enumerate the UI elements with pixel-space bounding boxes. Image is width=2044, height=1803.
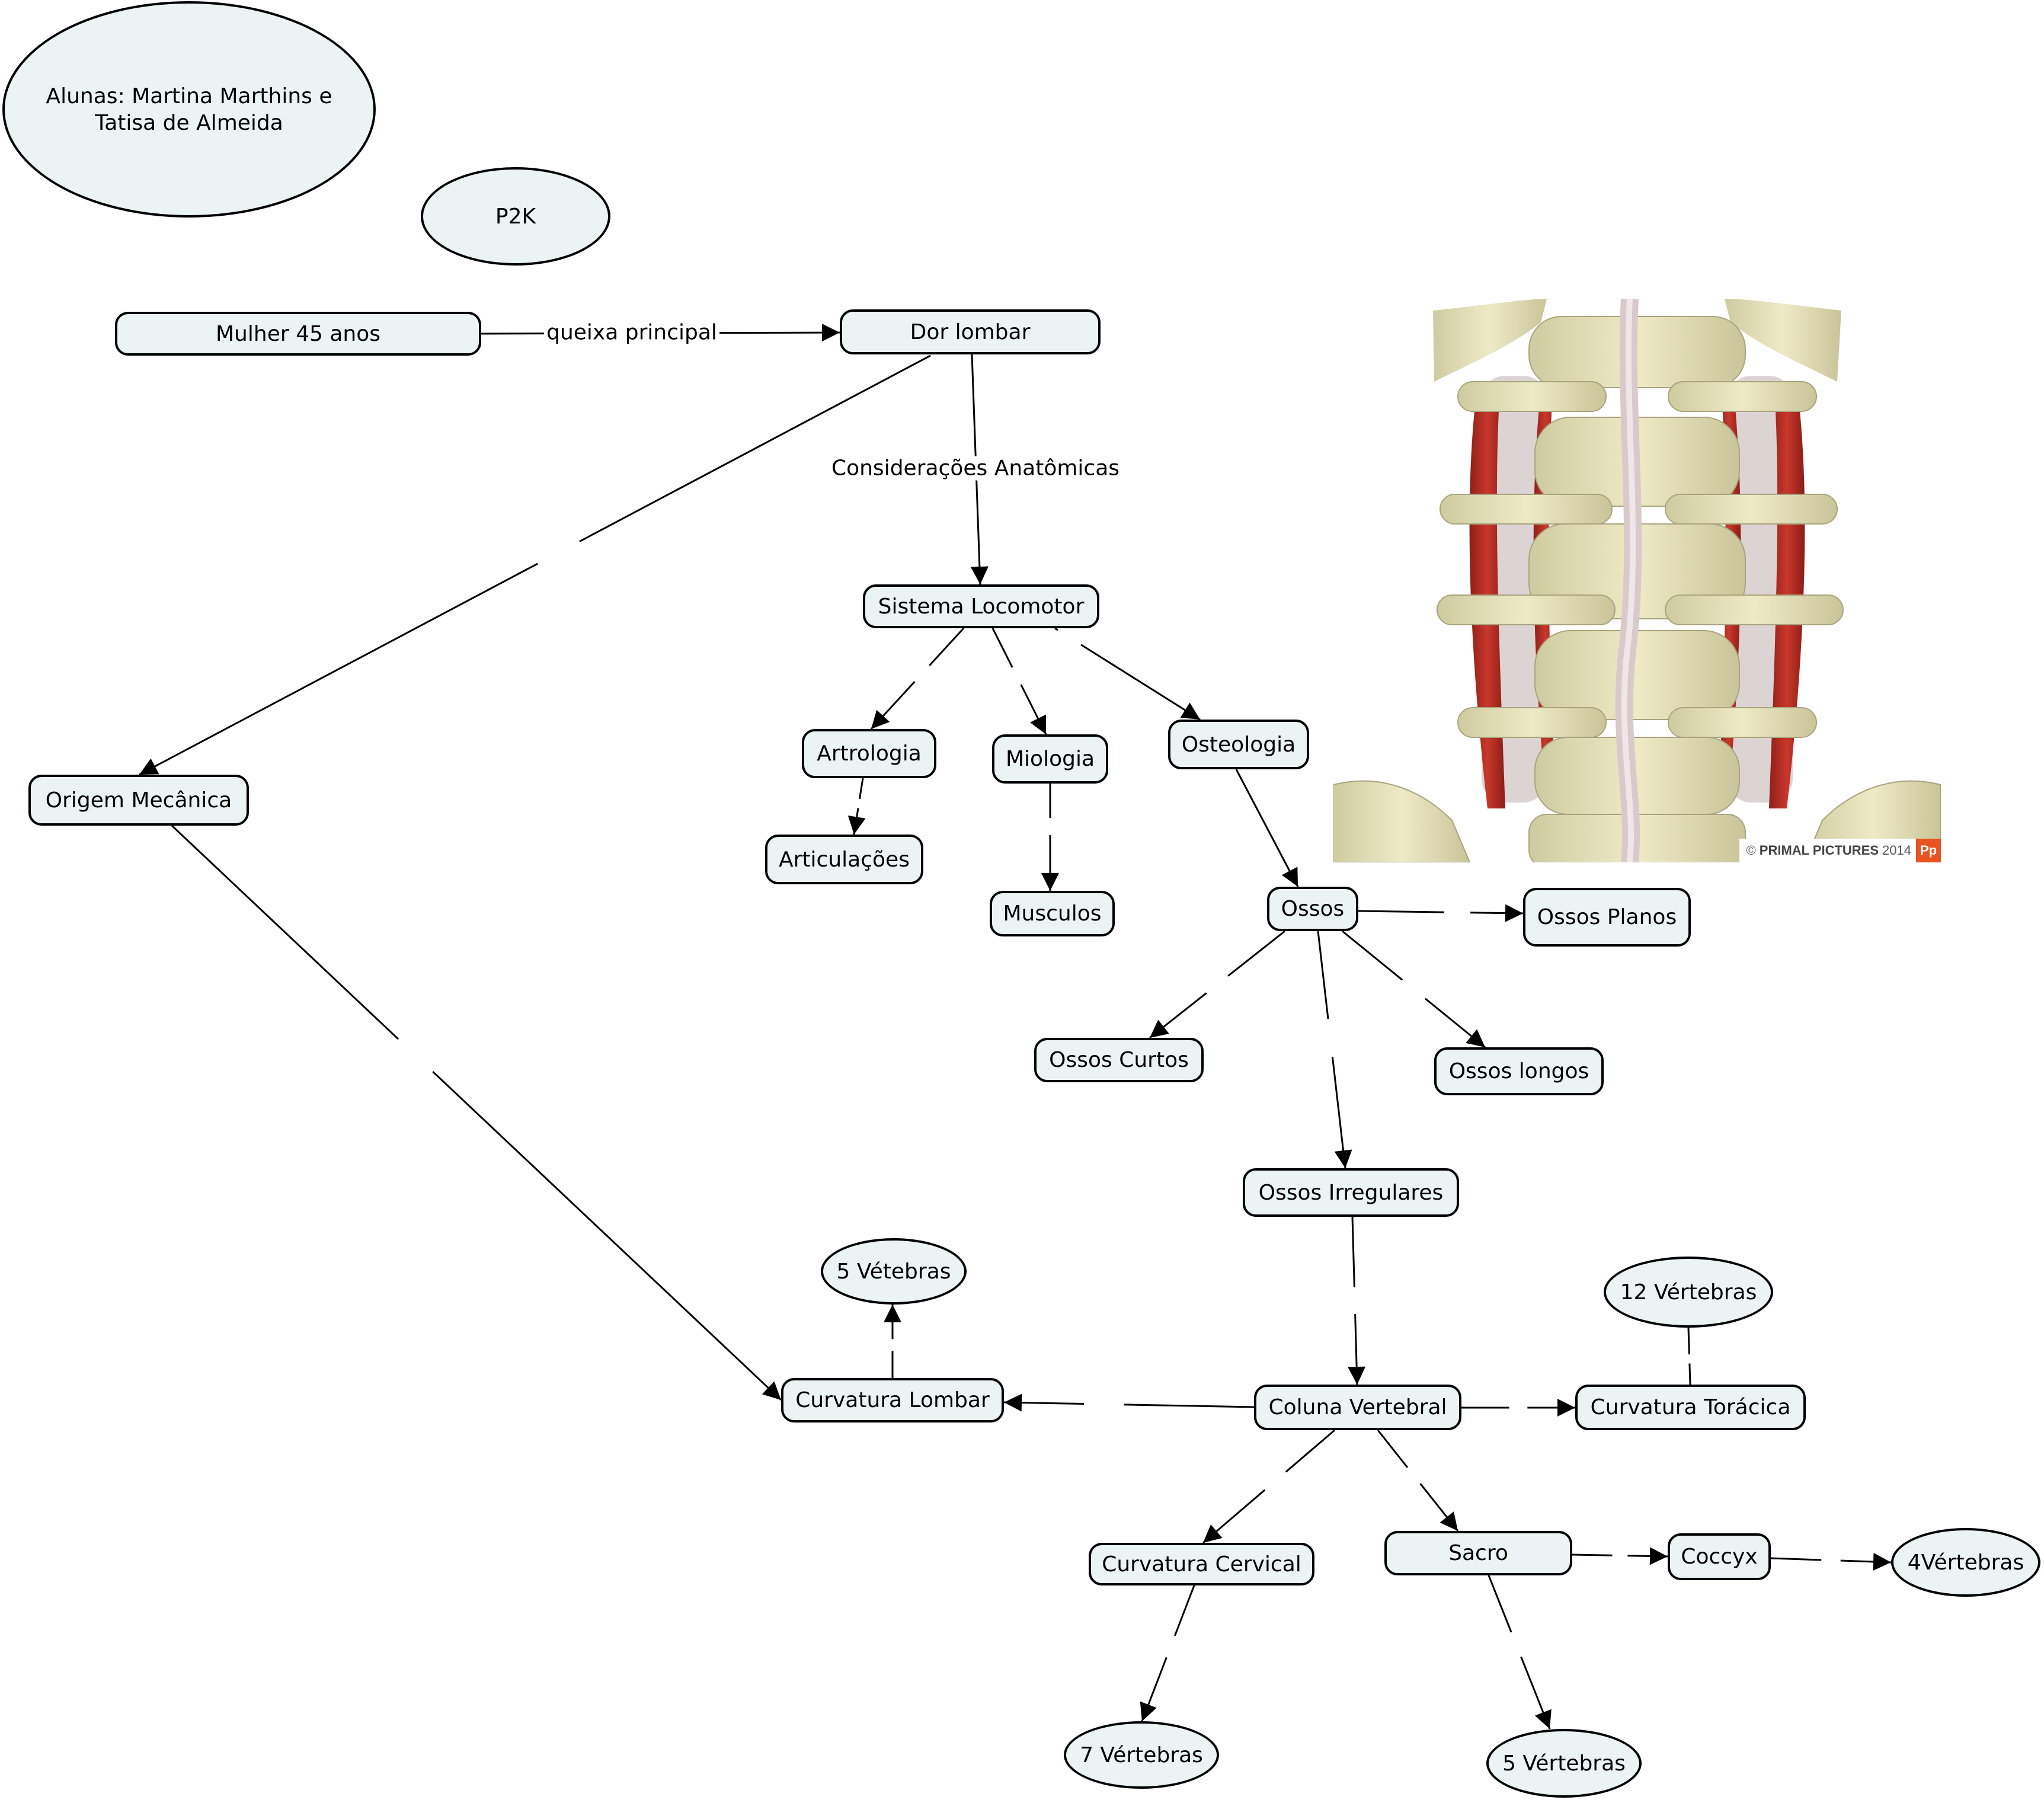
connector-ossos-to-ossos-irregulares	[1331, 1056, 1352, 1169]
node-toracica-vertebras[interactable]: 12 Vértebras	[1604, 1257, 1773, 1328]
credit-year: 2014	[1882, 843, 1911, 858]
node-curvatura-toracica[interactable]: Curvatura Torácica	[1575, 1385, 1806, 1430]
connector-sistema-locomotor-to-artrologia	[929, 627, 965, 666]
node-ossos-longos[interactable]: Ossos longos	[1434, 1047, 1604, 1095]
node-curvatura-lombar-label: Curvatura Lombar	[795, 1388, 990, 1412]
spine-illustration: © PRIMAL PICTURES 2014 Pp	[1333, 299, 1941, 862]
connector-sistema-locomotor-to-osteologia	[1080, 644, 1201, 721]
connector-ossos-to-ossos-longos	[1342, 930, 1403, 981]
copyright-icon: ©	[1746, 843, 1756, 858]
node-origem-mecanica[interactable]: Origem Mecânica	[28, 775, 249, 826]
node-artrologia-label: Artrologia	[817, 741, 922, 766]
link-label-consideracoes: Considerações Anatômicas	[829, 456, 1122, 481]
connector-ossos-irregulares-to-coluna-vertebral	[1348, 1314, 1366, 1385]
connector-coluna-vertebral-to-sacro	[1419, 1483, 1459, 1532]
connector-osteologia-to-ossos	[1235, 769, 1299, 887]
node-coccyx-vertebras[interactable]: 4Vértebras	[1891, 1528, 2040, 1597]
connector-artrologia-to-articulacoes	[858, 778, 864, 800]
connector-sacro-to-sacro-vertebras	[1488, 1575, 1512, 1633]
connector-sistema-locomotor-to-miologia	[1020, 684, 1047, 735]
connector-artrologia-to-articulacoes	[847, 808, 866, 835]
node-toracica-vertebras-label: 12 Vértebras	[1620, 1280, 1757, 1305]
node-coccyx[interactable]: Coccyx	[1668, 1533, 1771, 1580]
connector-coluna-vertebral-to-curvatura-lombar	[1124, 1404, 1255, 1408]
node-miologia-label: Miologia	[1005, 747, 1095, 771]
node-musculos[interactable]: Musculos	[990, 891, 1115, 936]
node-ossos-longos-label: Ossos longos	[1448, 1059, 1589, 1083]
node-coccyx-label: Coccyx	[1681, 1545, 1758, 1569]
connector-coluna-vertebral-to-curvatura-cervical	[1202, 1489, 1266, 1544]
students-node[interactable]: Alunas: Martina Marthins e Tatisa de Alm…	[2, 1, 376, 218]
connector-ossos-to-ossos-curtos	[1227, 930, 1285, 977]
node-osteologia[interactable]: Osteologia	[1168, 720, 1309, 769]
node-dor-lombar-label: Dor lombar	[910, 319, 1031, 344]
connector-coluna-vertebral-to-sacro	[1377, 1430, 1409, 1468]
node-coluna-vertebral-label: Coluna Vertebral	[1268, 1395, 1447, 1420]
node-sacro-vertebras-label: 5 Vértebras	[1502, 1751, 1626, 1776]
connector-ossos-irregulares-to-coluna-vertebral	[1351, 1216, 1355, 1287]
connector-curvatura-toracica-to-toracica-vertebras	[1687, 1327, 1690, 1355]
connector-curvatura-cervical-to-cervical-vertebras	[1140, 1657, 1167, 1722]
node-lombar-vertebras[interactable]: 5 Vétebras	[821, 1238, 967, 1305]
node-coluna-vertebral[interactable]: Coluna Vertebral	[1254, 1385, 1461, 1430]
node-musculos-label: Musculos	[1003, 902, 1102, 926]
node-coccyx-vertebras-label: 4Vértebras	[1907, 1550, 2024, 1575]
connector-ossos-to-ossos-irregulares	[1317, 931, 1329, 1019]
connector-ossos-to-ossos-curtos	[1149, 992, 1207, 1039]
node-ossos-planos[interactable]: Ossos Planos	[1523, 888, 1691, 947]
node-curvatura-toracica-label: Curvatura Torácica	[1590, 1395, 1791, 1420]
connector-curvatura-cervical-to-cervical-vertebras	[1174, 1585, 1195, 1636]
connector-coluna-vertebral-to-curvatura-cervical	[1285, 1429, 1335, 1473]
node-curvatura-lombar[interactable]: Curvatura Lombar	[781, 1378, 1004, 1422]
node-ossos[interactable]: Ossos	[1267, 887, 1358, 931]
node-sistema-locomotor[interactable]: Sistema Locomotor	[863, 584, 1099, 628]
node-artrologia[interactable]: Artrologia	[802, 729, 936, 778]
node-dor-lombar[interactable]: Dor lombar	[840, 309, 1101, 354]
node-miologia[interactable]: Miologia	[992, 734, 1108, 784]
node-ossos-planos-label: Ossos Planos	[1537, 905, 1677, 929]
connector-ossos-to-ossos-planos	[1358, 910, 1444, 913]
image-credit: © PRIMAL PICTURES 2014 Pp	[1739, 839, 1941, 862]
node-curvatura-cervical-label: Curvatura Cervical	[1102, 1552, 1301, 1577]
node-mulher-label: Mulher 45 anos	[216, 321, 380, 346]
primal-pictures-logo-icon: Pp	[1916, 839, 1941, 862]
students-text: Alunas: Martina Marthins e Tatisa de Alm…	[46, 84, 332, 135]
connector-dor-lombar-to-origem-mecanica	[139, 562, 538, 776]
connector-coccyx-to-coccyx-vertebras	[1770, 1557, 1822, 1561]
connector-sacro-to-sacro-vertebras	[1520, 1656, 1552, 1730]
spine-image-icon	[1333, 299, 1941, 862]
node-ossos-curtos-label: Ossos Curtos	[1049, 1048, 1189, 1072]
node-lombar-vertebras-label: 5 Vétebras	[836, 1259, 951, 1284]
link-label-queixa: queixa principal	[544, 320, 719, 345]
node-articulacoes-label: Articulações	[779, 847, 910, 872]
group-node[interactable]: P2K	[421, 167, 610, 266]
connector-ossos-to-ossos-longos	[1424, 998, 1486, 1048]
connector-origem-mecanica-to-curvatura-lombar	[432, 1070, 782, 1401]
node-sacro[interactable]: Sacro	[1384, 1531, 1572, 1575]
node-sacro-label: Sacro	[1448, 1541, 1508, 1565]
node-sistema-locomotor-label: Sistema Locomotor	[878, 594, 1085, 619]
node-ossos-irregulares-label: Ossos Irregulares	[1258, 1180, 1444, 1205]
connector-sistema-locomotor-to-osteologia	[1054, 627, 1058, 631]
connector-coccyx-to-coccyx-vertebras	[1840, 1552, 1892, 1571]
node-cervical-vertebras-label: 7 Vértebras	[1080, 1743, 1203, 1767]
node-osteologia-label: Osteologia	[1181, 732, 1296, 757]
connector-origem-mecanica-to-curvatura-lombar	[171, 824, 399, 1040]
node-ossos-curtos[interactable]: Ossos Curtos	[1034, 1038, 1204, 1082]
group-text: P2K	[495, 204, 536, 229]
connector-coluna-vertebral-to-curvatura-lombar	[1003, 1393, 1085, 1412]
node-ossos-irregulares[interactable]: Ossos Irregulares	[1243, 1168, 1459, 1217]
node-origem-mecanica-label: Origem Mecânica	[45, 788, 232, 813]
node-ossos-label: Ossos	[1281, 897, 1345, 921]
node-cervical-vertebras[interactable]: 7 Vértebras	[1064, 1721, 1219, 1789]
connector-dor-lombar-to-origem-mecanica	[579, 354, 931, 542]
credit-brand: PRIMAL PICTURES	[1759, 843, 1879, 858]
node-curvatura-cervical[interactable]: Curvatura Cervical	[1089, 1543, 1314, 1585]
connector-sistema-locomotor-to-miologia	[991, 628, 1013, 668]
node-mulher[interactable]: Mulher 45 anos	[115, 312, 481, 356]
node-sacro-vertebras[interactable]: 5 Vértebras	[1486, 1729, 1642, 1798]
node-articulacoes[interactable]: Articulações	[765, 835, 923, 884]
connector-sistema-locomotor-to-artrologia	[870, 681, 916, 730]
